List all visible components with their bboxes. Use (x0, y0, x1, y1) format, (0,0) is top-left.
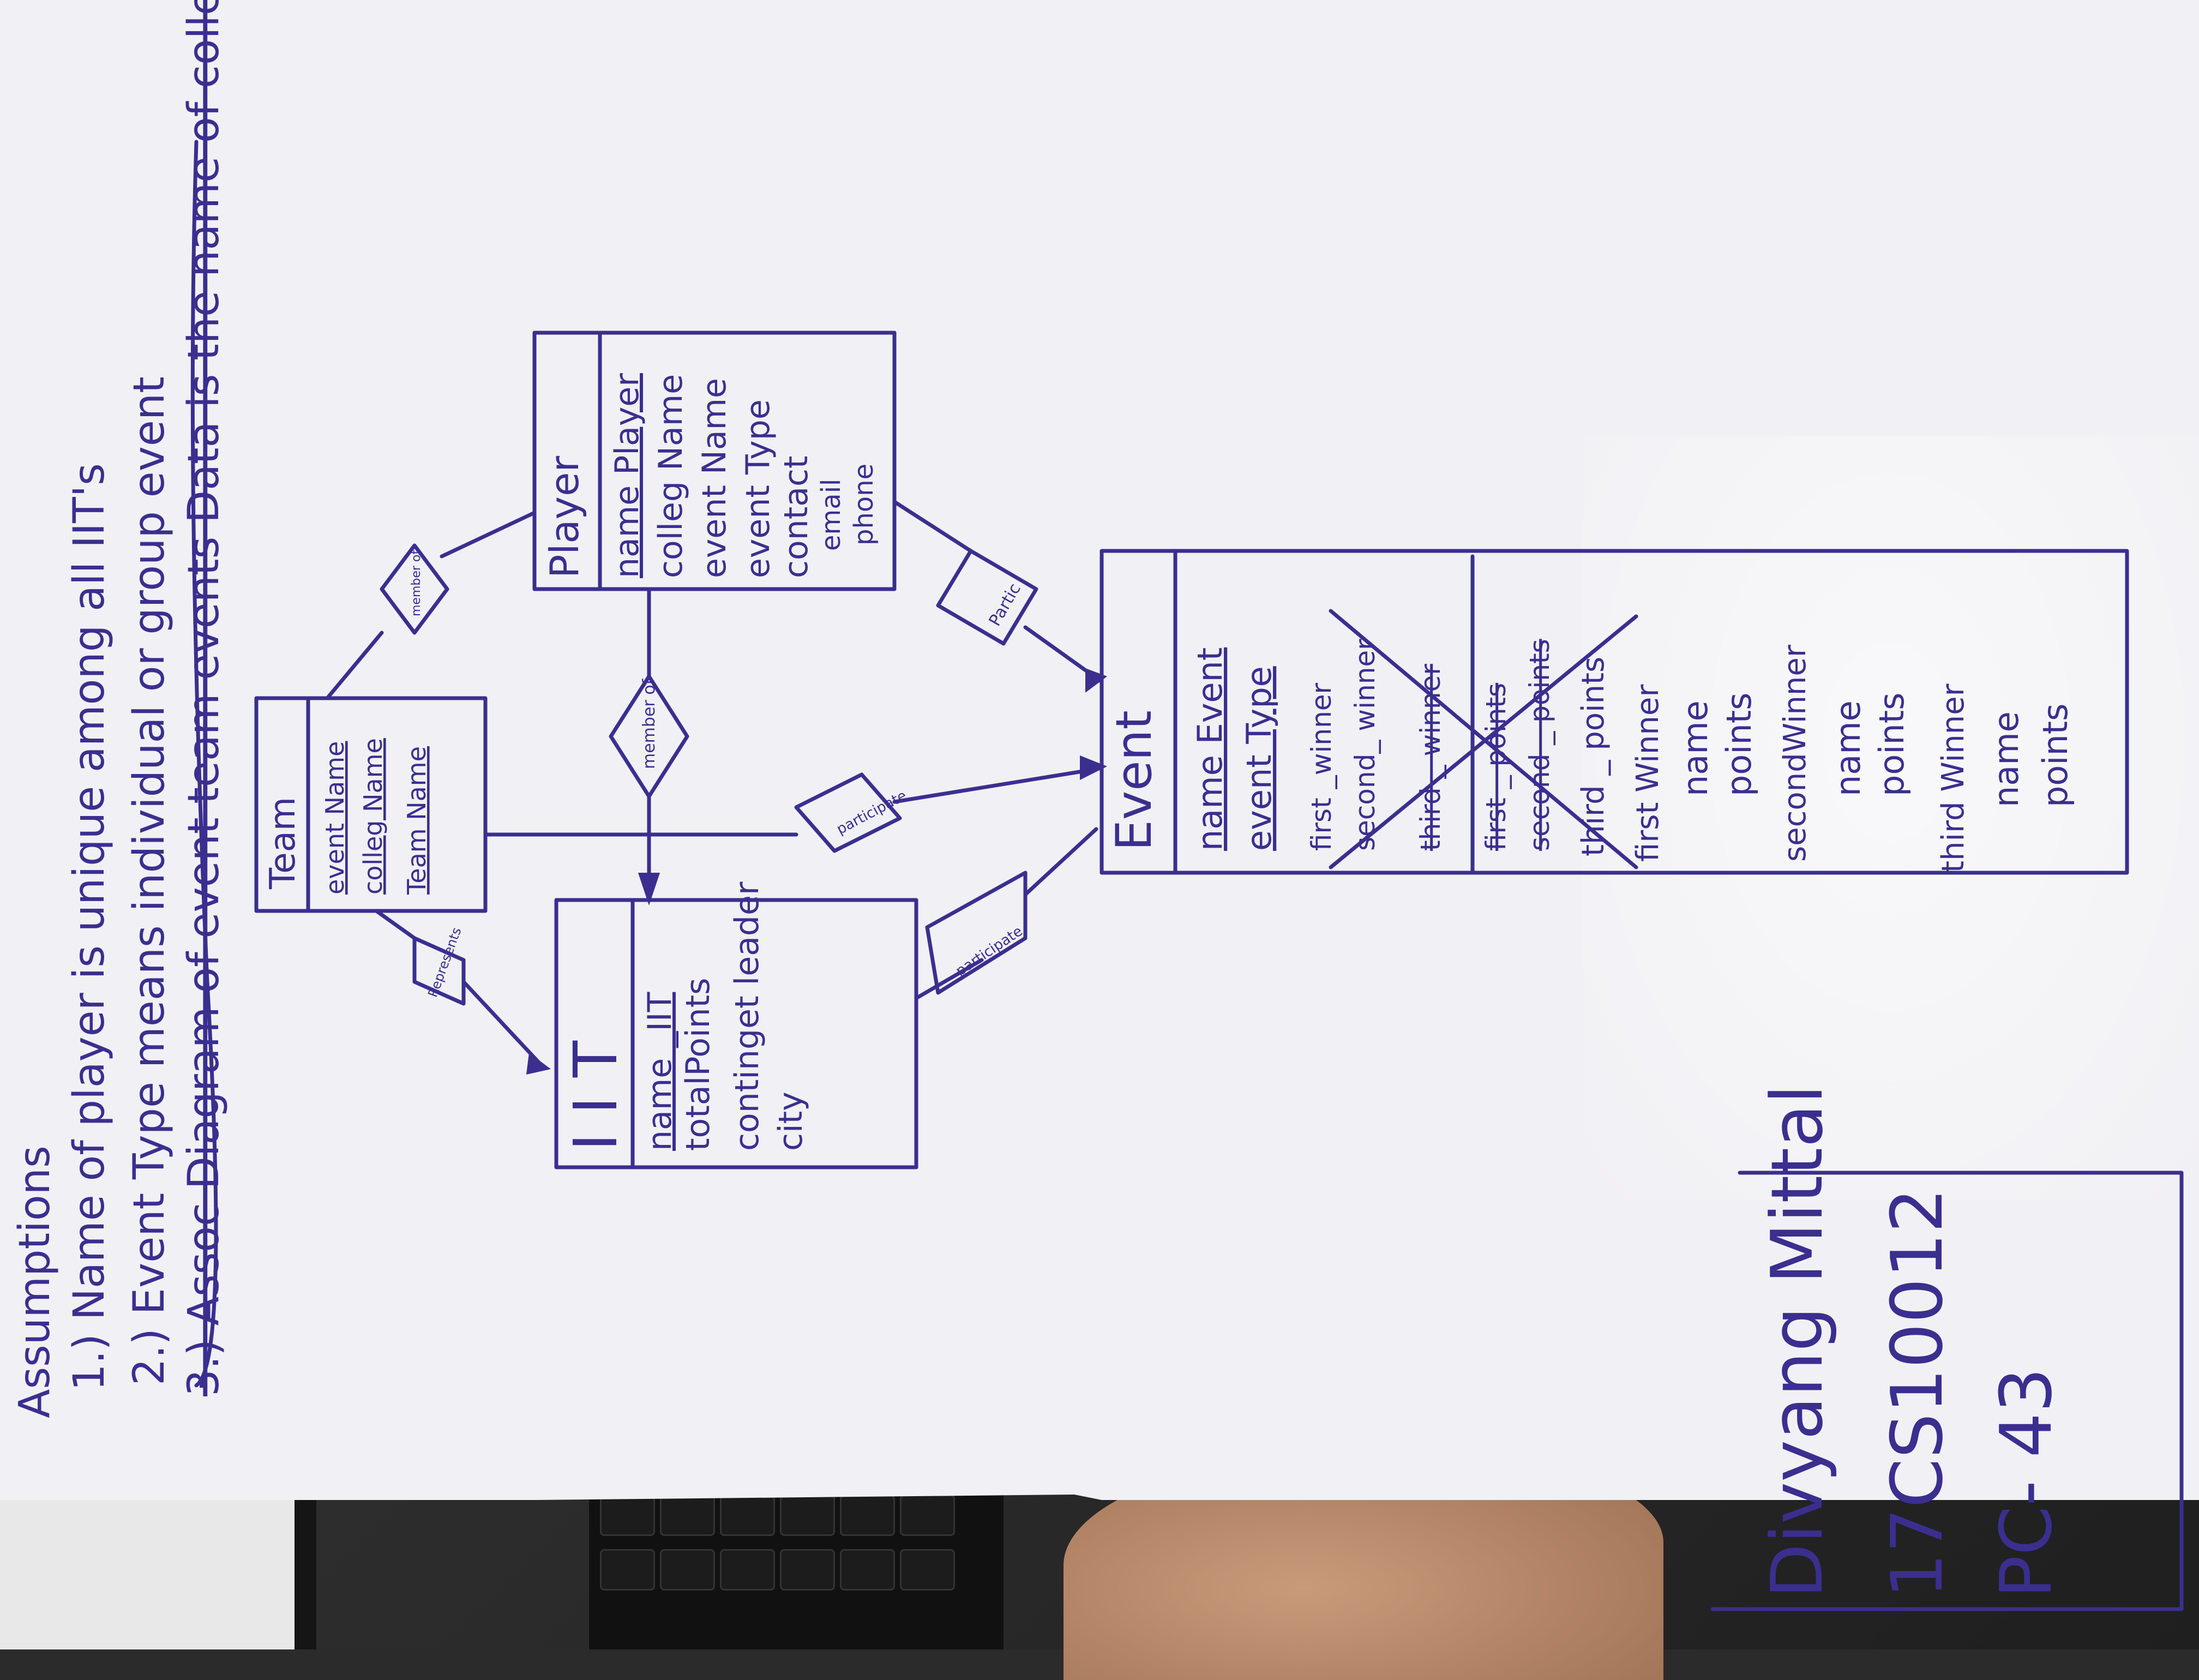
signature-roll: 17CS10012 (1876, 1188, 1958, 1598)
team-member-of-label: member of (410, 550, 423, 616)
player-attr-1: name Player (608, 373, 646, 578)
event-attr-7: secondWinner (1777, 644, 1813, 862)
event-struck-4: first _ points (1480, 683, 1512, 851)
assumption-2: 2.) Event Type means individual or group… (125, 376, 174, 1385)
iit-title: I I T (561, 1040, 630, 1151)
event-attr-4: first Winner (1630, 684, 1666, 862)
event-attr-6: points (1719, 693, 1759, 796)
team-represents-label: Represents (425, 925, 464, 999)
team-member-of-diamond (380, 543, 449, 635)
player-attr-5: contact (777, 455, 815, 578)
iit-attr-1: name _IIT (641, 992, 679, 1151)
team-attr-2: colleg Name (358, 738, 388, 895)
event-attr-1: name Event (1190, 647, 1230, 851)
event-attr-8: name (1828, 700, 1868, 796)
assumption-1: 1.) Name of player is unique among all I… (65, 463, 114, 1391)
assumptions-heading: Assumptions (10, 1145, 59, 1418)
player-title: Player (542, 456, 587, 578)
event-attr-9: points (1872, 693, 1912, 796)
iit-attr-4: city (772, 1091, 810, 1151)
event-attr-3: third _ points (1576, 657, 1611, 856)
team-attr-1: event Name (320, 741, 350, 895)
player-participates-diamond (936, 549, 1038, 646)
event-struck-2: second_ winner (1349, 639, 1381, 851)
team-represents-diamond (412, 936, 466, 1006)
player-participates-label: Partic (986, 580, 1025, 629)
event-attr-5: name (1675, 700, 1715, 796)
event-struck-3: third _ winner (1415, 664, 1446, 851)
player-attr-6: email (816, 479, 846, 551)
event-struck-5: second _ points (1524, 639, 1555, 851)
event-entity-box (1100, 549, 2129, 875)
monitor-edge (0, 1473, 316, 1649)
iit-participates-label: participate (953, 923, 1025, 980)
assumptions-block: Assumptions 1.) Name of player is unique… (10, 0, 229, 1418)
player-attr-4: event Type (739, 399, 777, 578)
team-entity-box (254, 696, 488, 913)
member-of-label: member of (640, 678, 659, 769)
signature-box (1710, 1171, 2184, 1611)
team-title: Team (263, 797, 303, 890)
keyboard (589, 1473, 1004, 1649)
team-participates-diamond (794, 772, 902, 853)
event-title: Event (1105, 710, 1163, 851)
iit-attr-3: continget leader (728, 881, 766, 1151)
team-attr-3: Team Name (402, 746, 431, 895)
event-attr-11: name (1986, 711, 2026, 807)
player-attr-2: colleg Name (652, 374, 690, 578)
event-attr-10: third Winner (1936, 683, 1971, 873)
iit-attr-2: totalPoints (679, 978, 717, 1151)
iit-entity-box (554, 898, 918, 1169)
signature-pc: PC- 43 (1985, 1367, 2068, 1598)
player-attr-7: phone (849, 464, 879, 545)
event-attr-2: event Type (1239, 666, 1279, 851)
signature-name: Divyang Mittal (1756, 1084, 1838, 1598)
player-attr-3: event Name (695, 378, 734, 578)
paper-light-reflection (1582, 436, 2199, 1200)
player-entity-box (532, 331, 897, 591)
event-struck-1: first _winner (1306, 682, 1337, 851)
event-attr-12: points (2035, 704, 2075, 807)
assumption-3-struck: 3.) Assoc Diagram of event team events D… (179, 0, 229, 1396)
iit-participates-diamond (925, 871, 1028, 995)
